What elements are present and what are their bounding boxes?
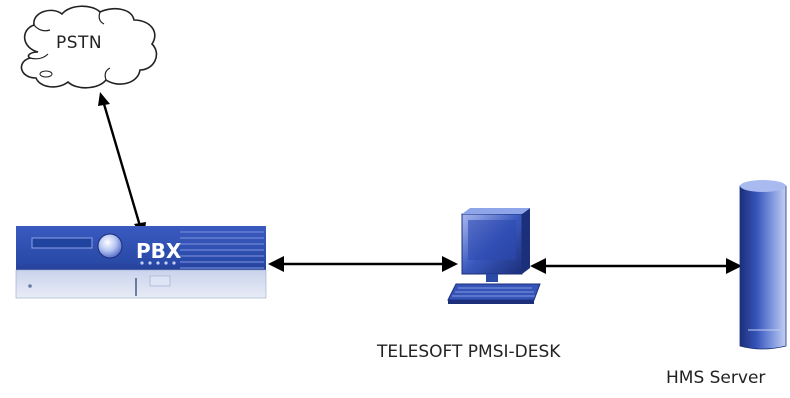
workstation-label: TELESOFT PMSI-DESK	[377, 342, 561, 362]
desk-server-link	[530, 258, 742, 274]
pbx-label: PBX	[136, 239, 182, 263]
hms-server-tower	[739, 180, 787, 350]
pbx-desk-link	[268, 256, 458, 272]
pstn-pbx-link	[98, 92, 146, 238]
pbx-device	[15, 226, 267, 299]
pstn-label: PSTN	[56, 33, 103, 53]
server-label: HMS Server	[666, 368, 766, 388]
workstation-computer	[447, 208, 541, 304]
pstn-cloud	[20, 5, 158, 89]
